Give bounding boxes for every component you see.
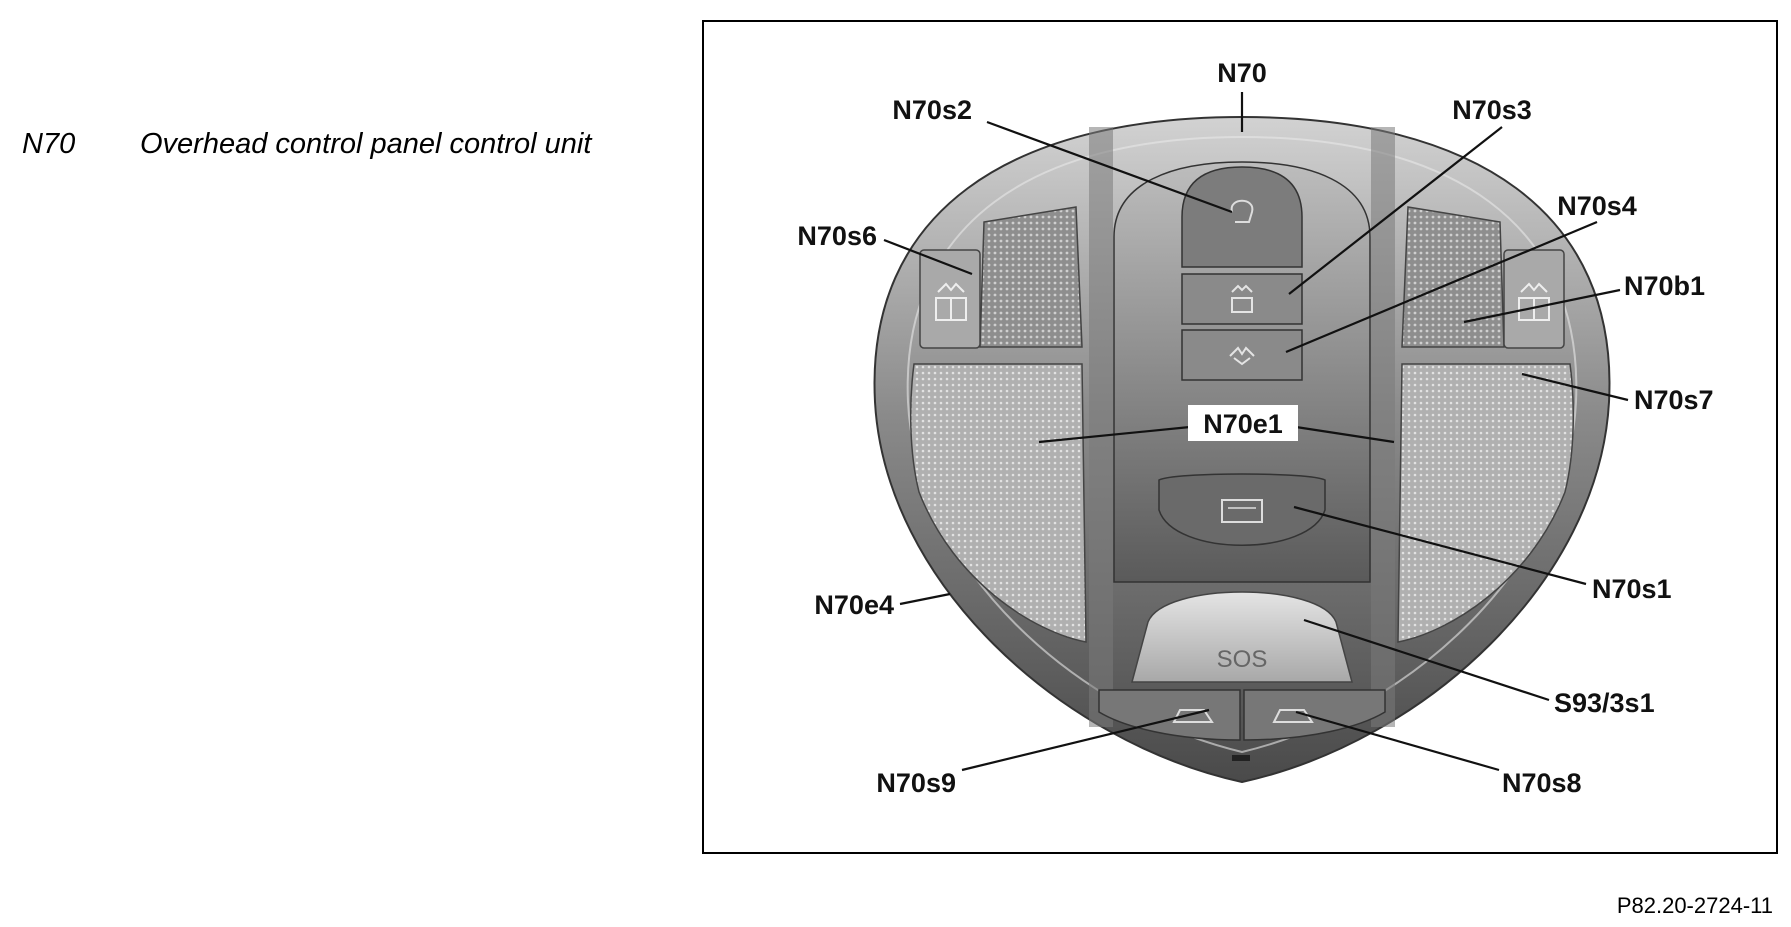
button-bottom-left[interactable] (1098, 689, 1241, 741)
switch-middle-2[interactable] (1181, 329, 1303, 381)
leader-n70s9 (961, 708, 1210, 772)
leader-n70e1-right (1295, 425, 1395, 444)
leader-n70e1-left (1038, 425, 1191, 444)
callout-n70b1: N70b1 (1624, 271, 1705, 301)
figure-reference: P82.20-2724-11 (1616, 893, 1773, 918)
lamp-icon-1 (1231, 284, 1253, 313)
speaker-mesh-upper-left (979, 206, 1083, 348)
callout-n70e4: N70e4 (814, 590, 894, 620)
car-icon-right (1272, 709, 1314, 723)
seat-icon-left (935, 282, 967, 321)
legend-code: N70 (22, 128, 76, 160)
callout-n70s9: N70s9 (876, 768, 956, 798)
figure-frame: SOS N70 N70s2 N70s3 N70s4 N70s6 (702, 20, 1778, 854)
lamp-mesh-left (909, 363, 1087, 643)
callout-n70e1: N70e1 (1203, 409, 1283, 439)
speaker-mesh-upper-right (1401, 206, 1505, 348)
swivel-icon (1230, 199, 1254, 223)
car-icon-left (1172, 709, 1214, 723)
leader-n70s7 (1521, 372, 1629, 402)
leader-n70s6 (883, 238, 973, 276)
leader-n70s8 (1295, 710, 1500, 772)
light-icon (1221, 499, 1263, 523)
leader-n70s2 (986, 120, 1233, 214)
leader-n70s4 (1285, 220, 1598, 354)
callout-n70s8: N70s8 (1502, 768, 1582, 798)
leader-s933s1 (1303, 618, 1550, 702)
callout-n70s7: N70s7 (1634, 385, 1714, 415)
leader-n70e4 (899, 592, 951, 606)
callout-s933s1: S93/3s1 (1554, 688, 1655, 718)
overhead-panel-diagram: SOS N70 N70s2 N70s3 N70s4 N70s6 (797, 58, 1714, 798)
callout-n70s3: N70s3 (1452, 95, 1532, 125)
callout-n70s2: N70s2 (892, 95, 972, 125)
callout-n70: N70 (1217, 58, 1267, 88)
leader-n70s3 (1288, 126, 1503, 295)
seat-icon-right (1518, 282, 1550, 321)
lamp-mesh-right (1397, 363, 1575, 643)
legend-description: Overhead control panel control unit (140, 128, 592, 160)
sos-button[interactable] (1131, 591, 1353, 683)
switch-top[interactable] (1181, 166, 1303, 268)
sos-label: SOS (1217, 646, 1268, 673)
switch-interior-light[interactable] (1158, 473, 1326, 546)
leader-n70s1 (1293, 505, 1587, 586)
lamp-icon-2 (1229, 346, 1255, 366)
callout-n70s6: N70s6 (797, 221, 877, 251)
leader-n70b1 (1463, 288, 1621, 324)
callout-n70s4: N70s4 (1557, 191, 1637, 221)
button-bottom-right[interactable] (1243, 689, 1386, 741)
callout-n70s1: N70s1 (1592, 574, 1672, 604)
